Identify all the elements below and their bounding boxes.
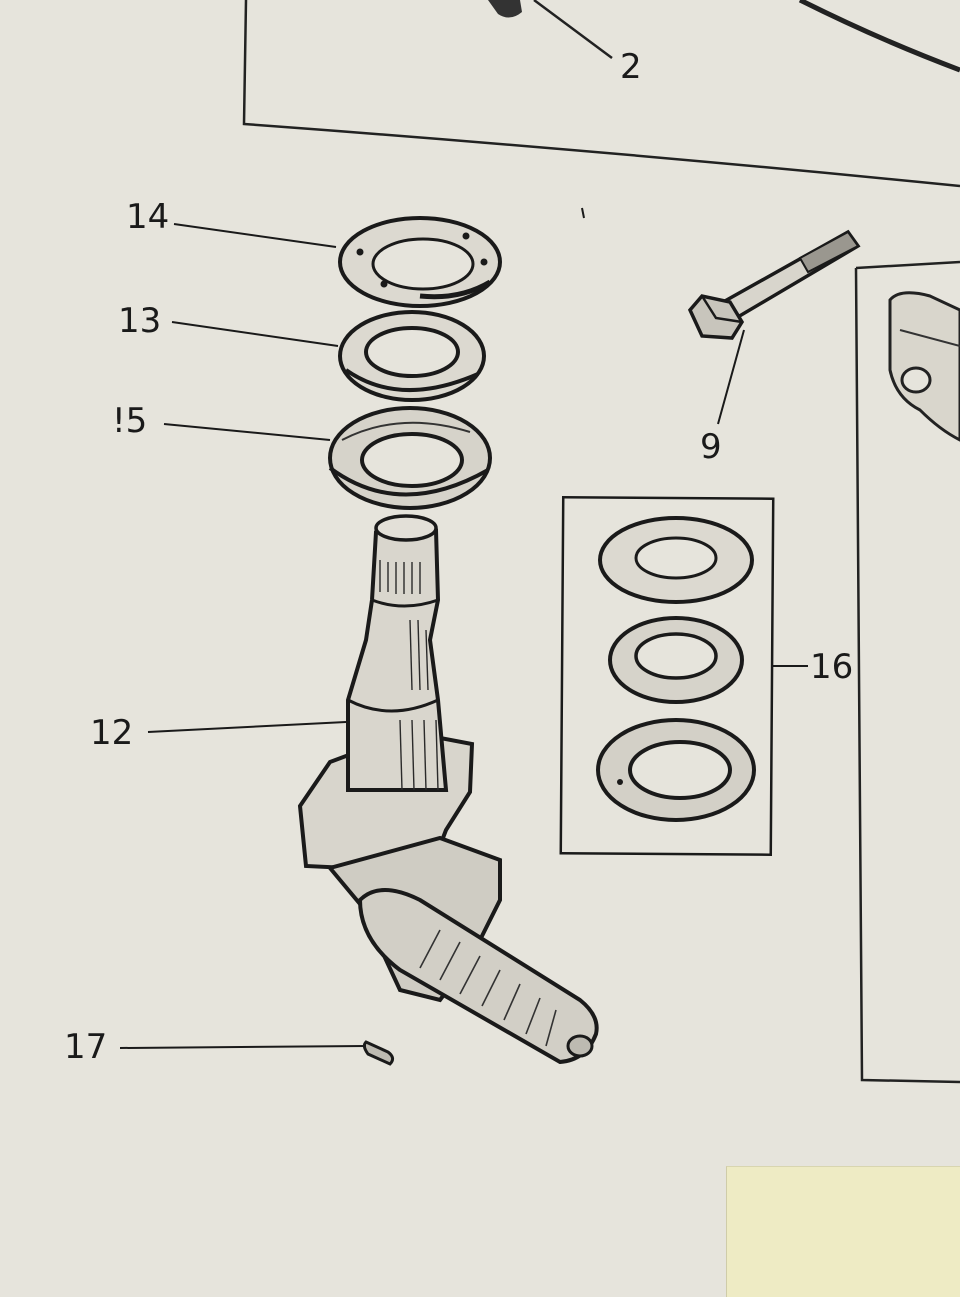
sticky-note: [726, 1166, 960, 1297]
stray-ink-mark: [581, 207, 585, 219]
callout-2: 2: [620, 47, 642, 87]
leader-line-9: [717, 329, 745, 425]
callout-9: 9: [700, 427, 722, 467]
part-15-seal-washer: [328, 406, 492, 510]
leader-line-13: [171, 321, 339, 347]
part-9-bolt: [687, 229, 861, 340]
leader-line-12: [147, 721, 347, 733]
callout-12: 12: [90, 713, 134, 753]
washer-set-ring-3: [596, 718, 756, 822]
part-13-thrust-washer: [338, 310, 486, 402]
leader-line-17: [119, 1045, 367, 1049]
part-16-washer-set-box: [559, 496, 775, 856]
leader-line-14: [173, 223, 337, 248]
washer-set-ring-2: [608, 616, 744, 704]
callout-16: 16: [810, 647, 854, 687]
right-figure-frame: [854, 260, 960, 1084]
callout-13: 13: [118, 301, 162, 341]
upper-figure-frame: [242, 0, 960, 188]
part-12-stub-axle: [297, 514, 599, 1065]
part-17-pin: [362, 1040, 395, 1066]
callout-15: !5: [112, 401, 148, 441]
callout-17: 17: [64, 1027, 108, 1067]
right-partial-component: [888, 291, 960, 442]
bolt-fragment-top: [488, 0, 613, 60]
part-14-plate-washer: [338, 216, 502, 308]
washer-set-ring-1: [598, 516, 754, 604]
leader-line-2: [533, 0, 613, 60]
leader-line-15: [163, 423, 331, 441]
callout-14: 14: [126, 197, 170, 237]
